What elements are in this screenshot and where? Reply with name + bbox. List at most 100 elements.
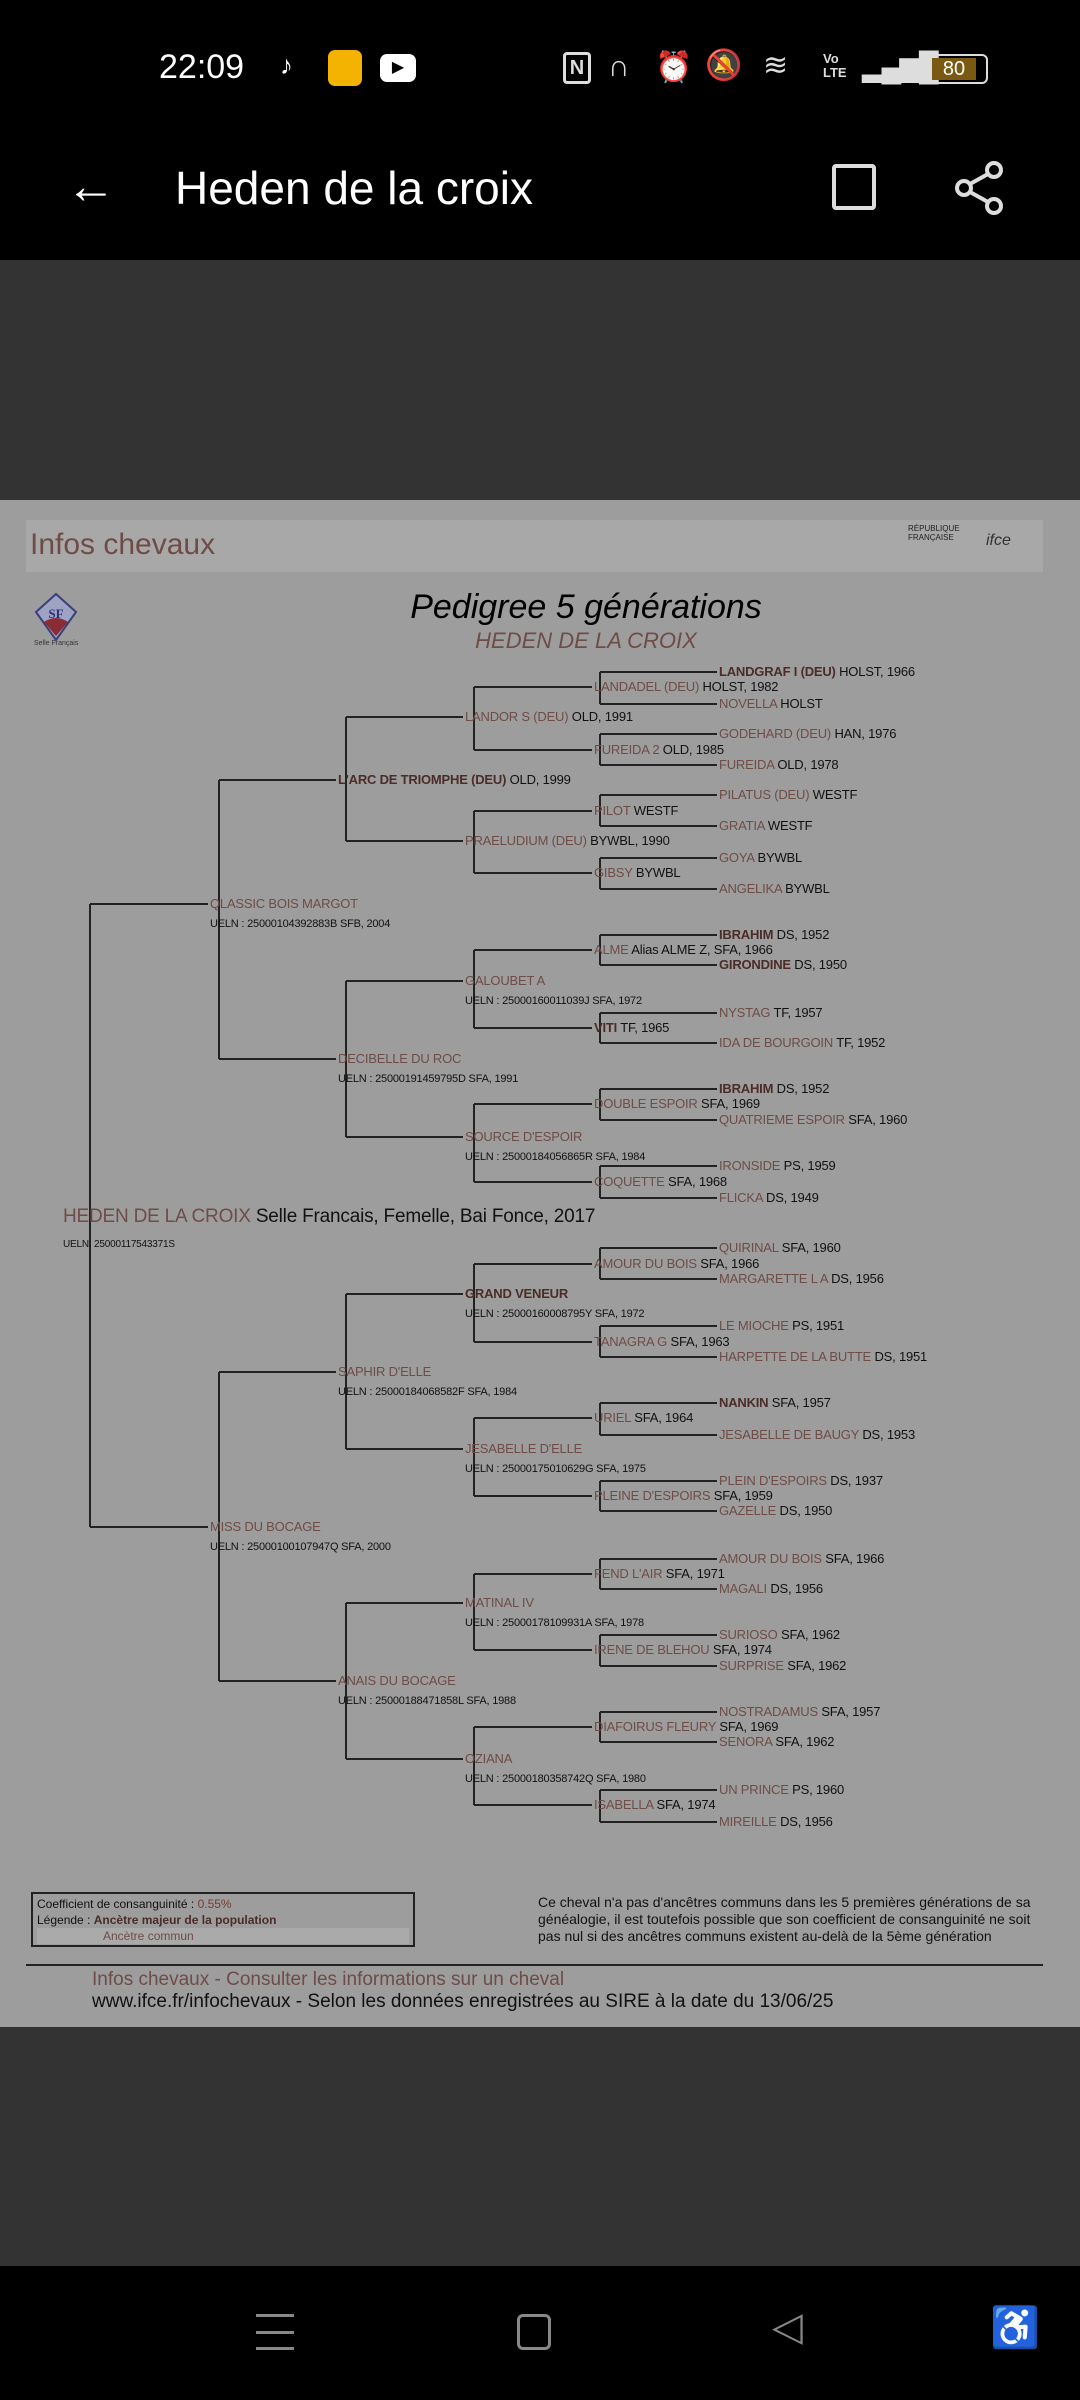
home-icon[interactable]: [517, 2314, 551, 2350]
ancestor-gen4[interactable]: DIAFOIRUS FLEURY SFA, 1969: [594, 1719, 779, 1734]
ancestor-gen5[interactable]: HARPETTE DE LA BUTTE DS, 1951: [719, 1349, 927, 1364]
ancestor-gen5[interactable]: UN PRINCE PS, 1960: [719, 1782, 844, 1797]
app-bar: ← Heden de la croix: [0, 130, 1080, 260]
back-icon[interactable]: ◁: [772, 2305, 803, 2349]
ancestor-gen4[interactable]: ISABELLA SFA, 1974: [594, 1797, 716, 1812]
ancestor-name: IDA DE BOURGOIN: [719, 1035, 834, 1050]
ancestor-gen5[interactable]: SURIOSO SFA, 1962: [719, 1627, 840, 1642]
ancestor-gen5[interactable]: GODEHARD (DEU) HAN, 1976: [719, 726, 896, 741]
ancestor-info: SFA, 1960: [778, 1240, 841, 1255]
ancestor-gen4[interactable]: FUREIDA 2 OLD, 1985: [594, 742, 724, 757]
back-arrow-icon[interactable]: ←: [66, 158, 116, 214]
ancestor-name: LANDADEL (DEU): [594, 679, 700, 694]
ancestor-gen5[interactable]: FLICKA DS, 1949: [719, 1190, 819, 1205]
footer-line-2[interactable]: www.ifce.fr/infochevaux - Selon les donn…: [92, 1991, 834, 2012]
ancestor-gen4[interactable]: PLEINE D'ESPOIRS SFA, 1959: [594, 1488, 773, 1503]
ancestor-gen5[interactable]: NYSTAG TF, 1957: [719, 1005, 823, 1020]
ancestor-gen5[interactable]: GRATIA WESTF: [719, 818, 813, 833]
footer-line-1[interactable]: Infos chevaux - Consulter les informatio…: [92, 1969, 565, 1990]
ancestor-name: GAZELLE: [719, 1503, 777, 1518]
ancestor-gen5[interactable]: QUATRIEME ESPOIR SFA, 1960: [719, 1112, 907, 1127]
ancestor-gen4[interactable]: DOUBLE ESPOIR SFA, 1969: [594, 1096, 760, 1111]
ancestor-gen4[interactable]: FEND L'AIR SFA, 1971: [594, 1566, 725, 1581]
ancestor-info: BYWBL: [632, 865, 681, 880]
ancestor-info: DS, 1950: [776, 1503, 833, 1518]
ancestor-gen3[interactable]: PRAELUDIUM (DEU) BYWBL, 1990: [465, 833, 670, 848]
ancestor-name: GIBSY: [594, 865, 633, 880]
ancestor-info: DS, 1950: [790, 957, 847, 972]
menu-icon[interactable]: [256, 2314, 294, 2350]
ancestor-gen5[interactable]: GIRONDINE DS, 1950: [719, 957, 847, 972]
ancestor-gen5[interactable]: ANGELIKA BYWBL: [719, 881, 830, 896]
ancestor-gen4[interactable]: TANAGRA G SFA, 1963: [594, 1334, 730, 1349]
ancestor-gen4[interactable]: AMOUR DU BOIS SFA, 1966: [594, 1256, 759, 1271]
ancestor-gen5[interactable]: NOVELLA HOLST: [719, 696, 823, 711]
ancestor-name: QUIRINAL: [719, 1240, 779, 1255]
ancestor-name: NOSTRADAMUS: [719, 1704, 818, 1719]
ancestor-gen5[interactable]: IDA DE BOURGOIN TF, 1952: [719, 1035, 885, 1050]
ancestor-gen5[interactable]: FUREIDA OLD, 1978: [719, 757, 839, 772]
legend-major-ancestor: Ancètre majeur de la population: [93, 1913, 277, 1927]
ancestor-gen5[interactable]: IBRAHIM DS, 1952: [719, 1081, 829, 1096]
ancestor-gen5[interactable]: JESABELLE DE BAUGY DS, 1953: [719, 1427, 915, 1442]
ancestor-gen4[interactable]: IRENE DE BLEHOU SFA, 1974: [594, 1642, 772, 1657]
ancestor-info: PS, 1960: [788, 1782, 845, 1797]
ancestor-gen5[interactable]: SURPRISE SFA, 1962: [719, 1658, 846, 1673]
ancestor-gen4[interactable]: GIBSY BYWBL: [594, 865, 681, 880]
ancestor-gen5[interactable]: PILATUS (DEU) WESTF: [719, 787, 857, 802]
edit-icon[interactable]: [832, 164, 876, 210]
ancestor-gen5[interactable]: NANKIN SFA, 1957: [719, 1395, 831, 1410]
ancestor-info: UELN : 25000180358742Q SFA, 1980: [465, 1773, 646, 1785]
accessibility-icon[interactable]: ♿: [990, 2306, 1040, 2350]
ancestor-gen5[interactable]: QUIRINAL SFA, 1960: [719, 1240, 841, 1255]
ancestor-gen4[interactable]: LANDADEL (DEU) HOLST, 1982: [594, 679, 779, 694]
ancestor-gen5[interactable]: GAZELLE DS, 1950: [719, 1503, 832, 1518]
ancestor-gen5[interactable]: LANDGRAF I (DEU) HOLST, 1966: [719, 664, 915, 679]
ancestor-gen4[interactable]: PILOT WESTF: [594, 803, 678, 818]
ancestor-gen4[interactable]: ALME Alias ALME Z, SFA, 1966: [594, 942, 773, 957]
ancestor-name: NANKIN: [719, 1395, 769, 1410]
ancestor-gen5[interactable]: NOSTRADAMUS SFA, 1957: [719, 1704, 880, 1719]
ancestor-gen5[interactable]: MAGALI DS, 1956: [719, 1581, 823, 1596]
svg-text:SF: SF: [48, 606, 63, 621]
ancestor-gen5[interactable]: PLEIN D'ESPOIRS DS, 1937: [719, 1473, 883, 1488]
coef-value: 0.55%: [197, 1897, 232, 1911]
ancestor-gen5[interactable]: GOYA BYWBL: [719, 850, 802, 865]
ancestor-gen4[interactable]: VITI TF, 1965: [594, 1020, 669, 1035]
ancestor-gen5[interactable]: IBRAHIM DS, 1952: [719, 927, 829, 942]
ancestor-gen5[interactable]: LE MIOCHE PS, 1951: [719, 1318, 844, 1333]
ancestor-gen5[interactable]: MARGARETTE L A DS, 1956: [719, 1271, 884, 1286]
ancestor-info: SFA, 1960: [844, 1112, 908, 1127]
ancestor-gen4[interactable]: URIEL SFA, 1964: [594, 1410, 693, 1425]
share-icon[interactable]: [952, 160, 1008, 216]
status-time: 22:09: [159, 48, 245, 86]
wifi-icon: ≋: [763, 49, 789, 82]
ancestor-gen5[interactable]: AMOUR DU BOIS SFA, 1966: [719, 1551, 884, 1566]
ancestor-gen3[interactable]: LANDOR S (DEU) OLD, 1991: [465, 709, 633, 724]
subject-horse[interactable]: HEDEN DE LA CROIX Selle Francais, Femell…: [63, 1206, 595, 1252]
subject-name: HEDEN DE LA CROIX: [63, 1206, 251, 1227]
ancestor-gen2[interactable]: L'ARC DE TRIOMPHE (DEU) OLD, 1999: [338, 772, 571, 787]
ancestor-info: WESTF: [764, 818, 813, 833]
ancestor-gen4[interactable]: COQUETTE SFA, 1968: [594, 1174, 727, 1189]
ancestor-info: UELN : 25000100107947Q SFA, 2000: [210, 1541, 391, 1553]
ancestor-info: UELN : 25000160008795Y SFA, 1972: [465, 1308, 645, 1320]
ancestor-name: HARPETTE DE LA BUTTE: [719, 1349, 872, 1364]
ancestor-gen5[interactable]: SENORA SFA, 1962: [719, 1734, 835, 1749]
document-title: Pedigree 5 générations: [410, 588, 762, 626]
ancestor-gen5[interactable]: MIREILLE DS, 1956: [719, 1814, 833, 1829]
ancestor-info: UELN : 25000191459795D SFA, 1991: [338, 1073, 519, 1085]
ancestor-gen5[interactable]: IRONSIDE PS, 1959: [719, 1158, 836, 1173]
